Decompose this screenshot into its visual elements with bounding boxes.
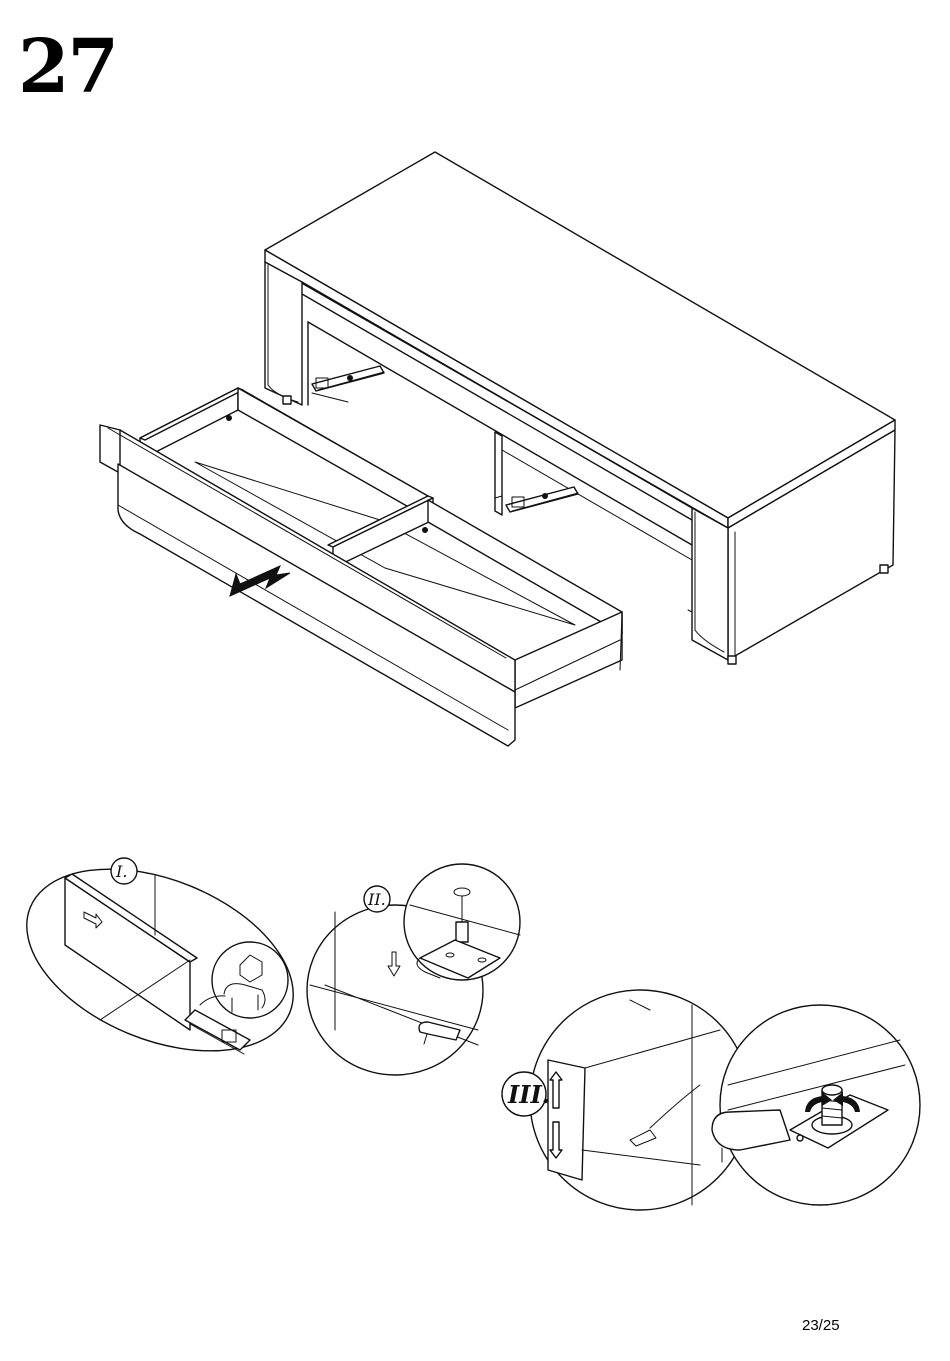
callout-one-label: I. — [115, 862, 127, 881]
drawer-runner-left — [312, 366, 384, 402]
drawer-front — [100, 425, 515, 692]
cabinet-left-side — [265, 262, 302, 405]
callout-two-label: II. — [367, 890, 386, 909]
detail-three: III. — [502, 990, 920, 1210]
detail-one: I. — [0, 833, 320, 1086]
drawer-right-end — [428, 500, 622, 634]
cabinet-divider — [495, 432, 502, 515]
callout-three-label: III. — [507, 1080, 550, 1109]
cabinet-right-post — [692, 508, 728, 660]
drawer — [100, 388, 622, 746]
page-number: 23/25 — [802, 1317, 840, 1334]
drawer-far-side — [238, 388, 428, 518]
detail-two: II. — [307, 864, 520, 1075]
drawer-runner-right — [495, 487, 578, 512]
